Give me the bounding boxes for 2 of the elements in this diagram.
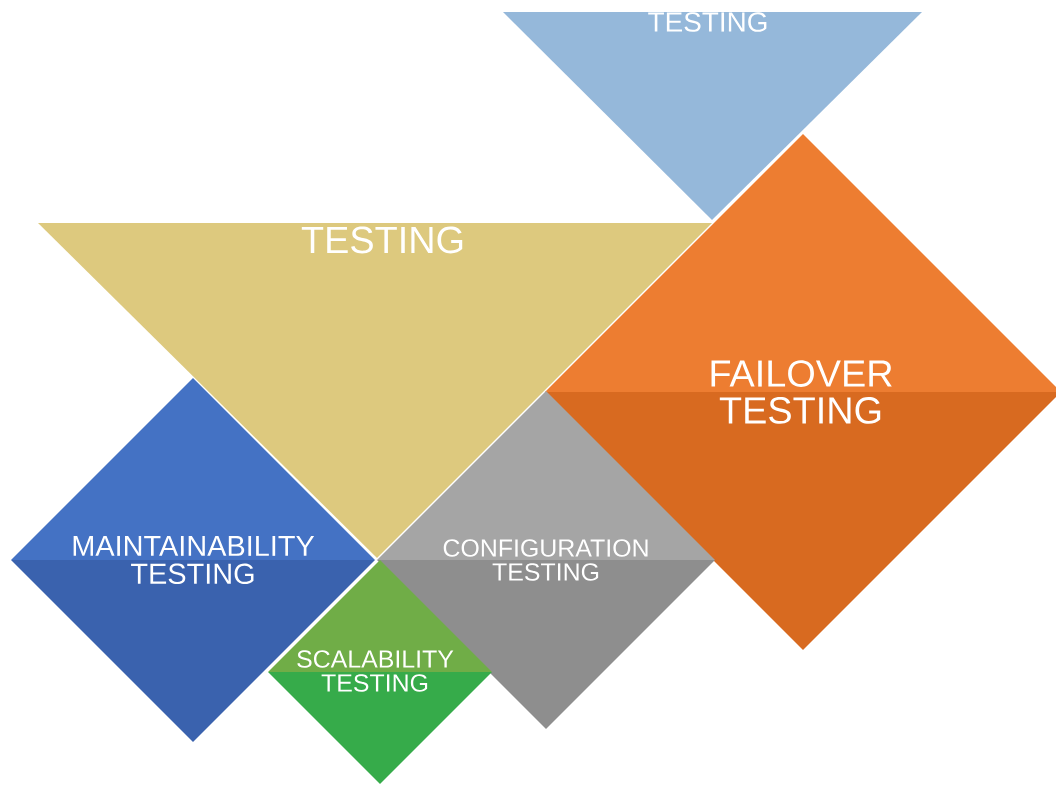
node-label: TESTING <box>131 563 254 585</box>
node-label: TESTING <box>719 397 881 424</box>
